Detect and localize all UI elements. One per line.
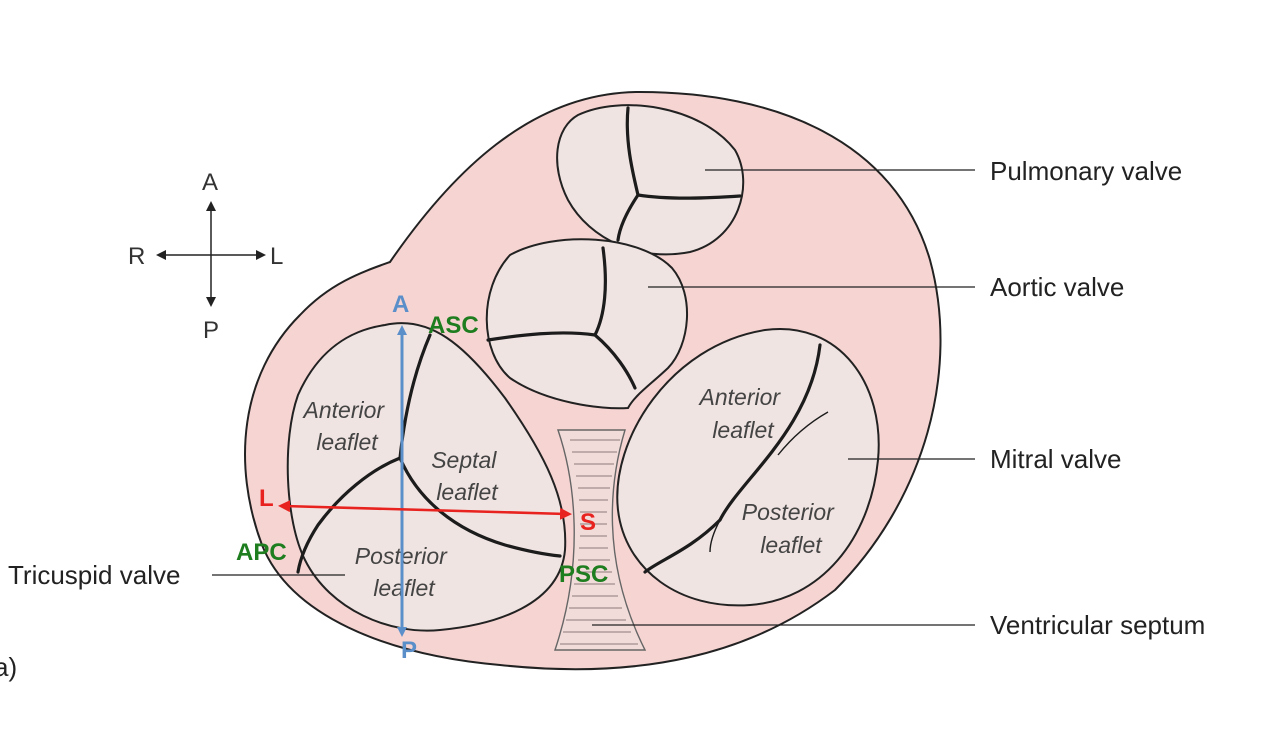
mitral-valve-label: Mitral valve [990, 444, 1121, 474]
septal-lateral-axis-arrow [278, 500, 572, 520]
panel-label: a) [0, 652, 17, 682]
pulmonary-valve-label: Pulmonary valve [990, 156, 1182, 186]
apc-commissure-label: APC [236, 539, 287, 566]
psc-commissure-label: PSC [559, 561, 608, 588]
mitral-posterior-leaflet-label: Posterior leaflet [742, 499, 840, 558]
aortic-valve [485, 238, 689, 410]
compass-posterior-label: P [203, 317, 219, 344]
ap-axis-bottom-label: P [401, 637, 417, 664]
compass-right-label: R [128, 243, 145, 270]
mitral-valve [616, 327, 880, 607]
compass-anterior-label: A [202, 169, 218, 196]
orientation-compass: A P R L [128, 169, 283, 344]
pulmonary-valve [556, 104, 745, 256]
compass-left-label: L [270, 243, 283, 270]
tricuspid-septal-leaflet-label: Septal leaflet [431, 447, 503, 505]
ap-axis-top-label: A [392, 291, 409, 318]
lateral-point-label: L [259, 485, 274, 512]
ventricular-septum [554, 429, 647, 651]
aortic-valve-label: Aortic valve [990, 272, 1124, 302]
mitral-anterior-leaflet-label: Anterior leaflet [698, 384, 787, 443]
septal-point-label: S [580, 509, 596, 536]
tricuspid-valve-label: Tricuspid valve [8, 560, 180, 590]
ventricular-septum-label: Ventricular septum [990, 610, 1205, 640]
asc-commissure-label: ASC [428, 312, 479, 339]
tricuspid-anterior-leaflet-label: Anterior leaflet [302, 397, 391, 455]
